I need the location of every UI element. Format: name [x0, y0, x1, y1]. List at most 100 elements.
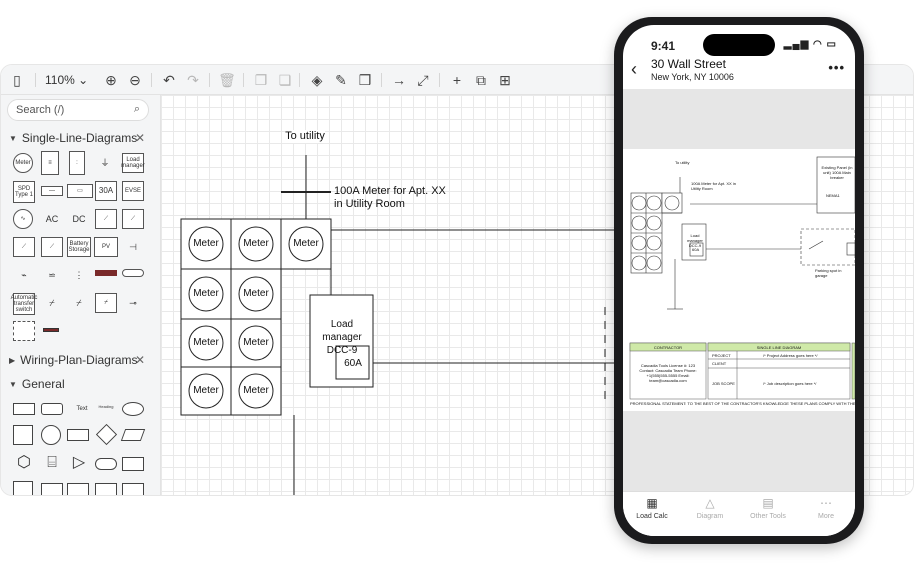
tab-other-tools[interactable]: ▤Other Tools [739, 496, 797, 520]
sld-header: SINGLE LINE DIAGRAM [756, 345, 802, 350]
parallelogram-shape[interactable] [120, 429, 146, 441]
ats-shape[interactable]: Automatic transfer switch [10, 293, 38, 315]
dc-shape[interactable]: DC [68, 209, 90, 229]
connector-shape[interactable] [122, 269, 144, 277]
meter-circle[interactable] [238, 373, 274, 409]
evse-shape[interactable]: EVSE [122, 181, 144, 201]
breaker-open-shape[interactable]: ⌿ [49, 298, 55, 308]
insert-icon[interactable]: + [452, 72, 462, 88]
boundary-shape[interactable] [13, 321, 35, 341]
breaker-closed-shape[interactable]: ⌿ [76, 298, 82, 308]
step-shape[interactable] [67, 483, 89, 495]
breaker-box[interactable] [335, 345, 370, 380]
address-title: 30 Wall Street [651, 57, 726, 71]
project-label: PROJECT [712, 353, 731, 358]
shapes-icon[interactable]: ⧉ [476, 71, 486, 88]
hexagon-shape[interactable]: ⬡ [17, 454, 31, 471]
charger-shape[interactable]: ⟋ [41, 237, 63, 257]
process-shape[interactable] [67, 429, 89, 441]
fuse-shape[interactable]: ⌁ [21, 270, 27, 280]
meter-circle[interactable] [188, 276, 224, 312]
meter-circle[interactable] [188, 226, 224, 262]
rectifier-shape[interactable]: ⟋ [13, 237, 35, 257]
rectangle-shape[interactable] [13, 403, 35, 415]
sidebar-toggle-icon[interactable]: ▯ [13, 71, 21, 88]
close-icon[interactable]: ✕ [135, 353, 146, 367]
section-single-line-diagrams[interactable]: ▼Single-Line-Diagrams✕ [9, 131, 145, 145]
load-shape[interactable]: ⌿ [95, 293, 117, 313]
to-back-icon[interactable]: ❏ [278, 71, 292, 88]
search-input[interactable]: Search (/)⌕ [7, 99, 149, 121]
spd-shape[interactable]: SPD Type 1 [13, 181, 35, 203]
triangle-shape[interactable]: ▷ [72, 454, 86, 471]
meter-circle[interactable] [288, 226, 324, 262]
meter-circle[interactable] [238, 325, 274, 361]
meter-circle[interactable] [188, 373, 224, 409]
transformer-shape[interactable]: ▭ [67, 184, 93, 198]
heading-shape[interactable]: Heading [95, 397, 117, 417]
inverter-shape[interactable]: ⟋ [95, 209, 117, 229]
tape-shape[interactable] [122, 483, 144, 495]
pv-shape[interactable]: PV [94, 237, 118, 257]
diamond-shape[interactable] [95, 423, 118, 446]
back-arrow-icon[interactable]: ‹ [631, 59, 637, 79]
trapezoid-shape[interactable] [95, 483, 117, 495]
cloud-shape[interactable] [95, 458, 117, 470]
zoom-level[interactable]: 110% ⌄ [45, 73, 89, 87]
converter-shape[interactable]: ⟋ [122, 209, 144, 229]
meter-circle[interactable] [238, 226, 274, 262]
delete-icon[interactable]: 🗑 [218, 71, 236, 88]
ac-source-shape[interactable]: ∿ [13, 209, 33, 229]
bar-shape[interactable] [43, 328, 59, 332]
shadow-icon[interactable]: ❒ [358, 71, 372, 88]
redo-icon[interactable]: ↷ [187, 71, 199, 88]
cube-shape[interactable] [41, 483, 63, 495]
text-shape[interactable]: Text [71, 399, 93, 419]
section-general[interactable]: ▼General [9, 377, 65, 391]
tab-diagram[interactable]: △Diagram [681, 496, 739, 520]
document-shape[interactable] [122, 457, 144, 471]
meter-circle[interactable] [188, 325, 224, 361]
scope-label: JOB SCOPE [712, 381, 735, 386]
section-wiring-plan-diagrams[interactable]: ▶Wiring-Plan-Diagrams✕ [9, 353, 145, 367]
waypoints-icon[interactable]: ⤢ [417, 71, 429, 88]
switch-shape[interactable]: ⊣ [129, 242, 137, 252]
shape-label: Automatic transfer switch [10, 295, 38, 313]
table-icon[interactable]: ⊞ [499, 71, 511, 88]
zoom-in-icon[interactable]: ⊕ [105, 71, 117, 88]
to-front-icon[interactable]: ❐ [254, 71, 268, 88]
load-manager-shape[interactable]: Load manager [121, 153, 145, 173]
ellipsis-icon: ⋯ [820, 496, 832, 510]
vertical-bus-shape[interactable]: ⋮ [74, 270, 84, 280]
disconnect-shape[interactable]: — [41, 186, 63, 196]
breaker-30a-shape[interactable]: 30A [95, 181, 117, 201]
diagram-sheet-preview[interactable]: To utility 100A Meter for Apt. XX in Uti… [623, 149, 855, 411]
ac-shape[interactable]: AC [41, 209, 63, 229]
subpanel-shape[interactable]: : [69, 151, 85, 175]
ellipse-shape[interactable] [122, 402, 144, 416]
zoom-out-icon[interactable]: ⊖ [129, 71, 141, 88]
rounded-rectangle-shape[interactable] [41, 403, 63, 415]
battery-shape[interactable]: Battery Storage [67, 237, 91, 257]
search-icon[interactable]: ⌕ [133, 103, 140, 115]
undo-icon[interactable]: ↶ [163, 71, 175, 88]
circle-shape[interactable] [41, 425, 61, 445]
square-shape[interactable] [13, 425, 33, 445]
more-options-icon[interactable]: ••• [828, 60, 845, 75]
panel-shape[interactable]: ≡ [41, 151, 59, 175]
meter-circle[interactable] [238, 276, 274, 312]
line-color-icon[interactable]: ✎ [335, 71, 347, 88]
internal-storage-shape[interactable] [13, 481, 33, 495]
meter-shape[interactable]: Meter [13, 153, 33, 173]
close-icon[interactable]: ✕ [135, 131, 146, 145]
contactor-shape[interactable]: ⊸ [129, 298, 137, 308]
tab-more[interactable]: ⋯More [797, 496, 855, 520]
mini-breaker-box [689, 242, 704, 257]
fill-color-icon[interactable]: ◈ [311, 71, 323, 88]
connection-arrow-icon[interactable]: → [392, 72, 406, 88]
multi-switch-shape[interactable]: ⋍ [48, 270, 56, 280]
cylinder-shape[interactable]: ⌸ [47, 454, 57, 471]
tab-load-calc[interactable]: ▦Load Calc [623, 496, 681, 520]
busbar-shape[interactable] [95, 270, 117, 276]
ground-shape[interactable]: ⏚ [100, 158, 110, 168]
